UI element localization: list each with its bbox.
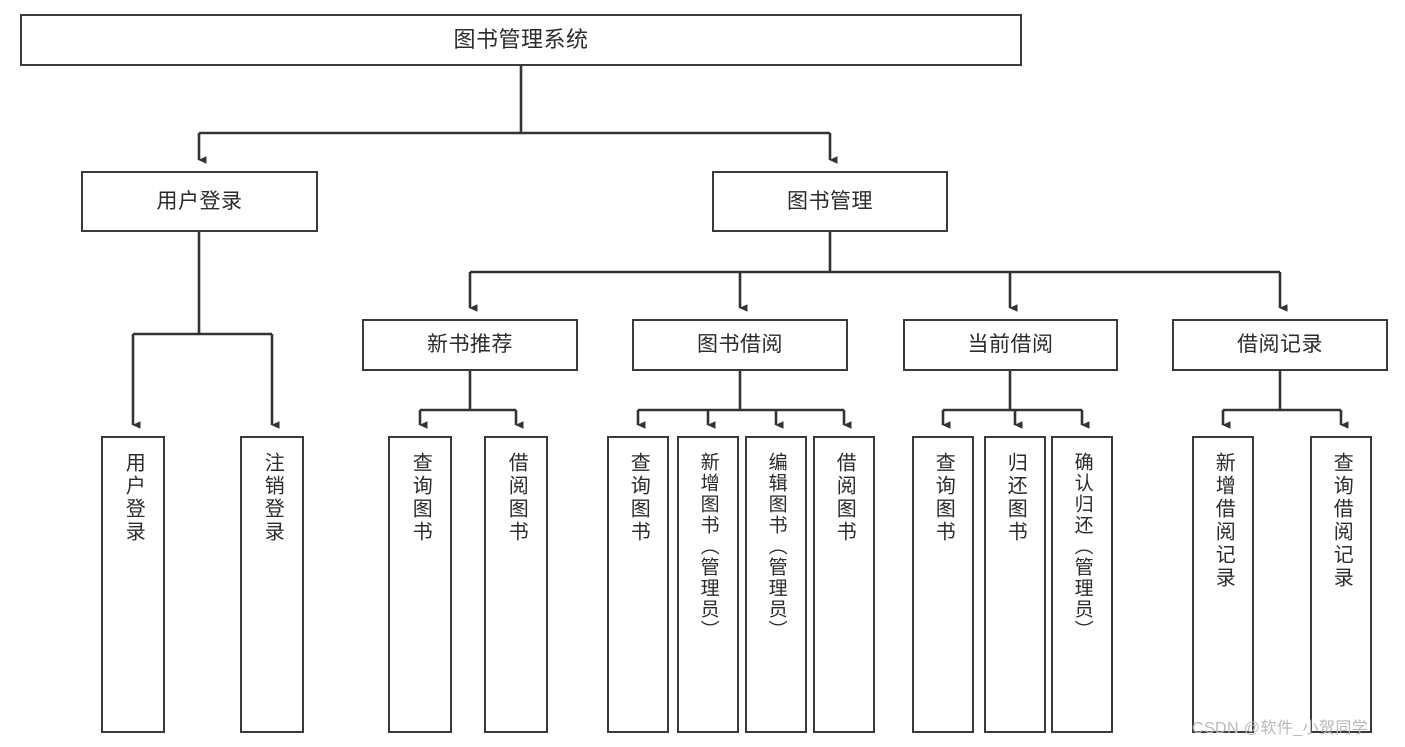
node-leaf-query-book-rec-label: 查询图书	[409, 452, 432, 544]
node-leaf-query-borrow-record-label: 查询借阅记录	[1330, 452, 1353, 590]
edges-current-borrow-to-leaves	[941, 371, 1090, 429]
node-user-login[interactable]: 用户登录	[81, 171, 318, 232]
edges-user-login-to-leaves	[131, 232, 280, 429]
node-leaf-add-book-admin-label: 新增图书（管理员）	[697, 452, 719, 641]
node-leaf-borrow-book-rec-label: 借阅图书	[505, 452, 528, 544]
node-book-borrow[interactable]: 图书借阅	[632, 319, 848, 371]
node-leaf-add-borrow-record[interactable]: 新增借阅记录	[1192, 436, 1254, 733]
edges-root-to-level2	[197, 66, 838, 164]
node-current-borrow-label: 当前借阅	[967, 333, 1054, 357]
node-leaf-borrow-book-rec[interactable]: 借阅图书	[484, 436, 548, 733]
node-leaf-return-book[interactable]: 归还图书	[984, 436, 1046, 733]
node-leaf-user-login-label: 用户登录	[122, 452, 145, 544]
node-leaf-query-borrow-record[interactable]: 查询借阅记录	[1310, 436, 1372, 733]
node-leaf-user-login[interactable]: 用户登录	[101, 436, 165, 733]
node-book-borrow-label: 图书借阅	[697, 333, 783, 357]
node-leaf-return-book-label: 归还图书	[1004, 452, 1027, 544]
node-new-book-recommend[interactable]: 新书推荐	[362, 319, 578, 371]
node-leaf-edit-book-admin[interactable]: 编辑图书（管理员）	[745, 436, 807, 733]
node-leaf-query-book-rec[interactable]: 查询图书	[388, 436, 452, 733]
edges-book-borrow-to-leaves	[636, 371, 852, 429]
node-book-manage-label: 图书管理	[787, 189, 873, 213]
node-user-login-label: 用户登录	[156, 189, 243, 213]
node-new-book-recommend-label: 新书推荐	[427, 333, 513, 357]
node-leaf-confirm-return-admin-label: 确认归还（管理员）	[1071, 452, 1093, 641]
edges-new-book-recommend-to-leaves	[418, 371, 524, 429]
node-leaf-query-book-current-label: 查询图书	[932, 452, 955, 544]
edges-book-manage-to-level3	[468, 232, 1288, 312]
node-borrow-record-label: 借阅记录	[1237, 333, 1323, 357]
node-leaf-borrow-book-label: 借阅图书	[833, 452, 856, 544]
node-leaf-query-book-borrow[interactable]: 查询图书	[607, 436, 669, 733]
node-leaf-confirm-return-admin[interactable]: 确认归还（管理员）	[1051, 436, 1113, 733]
node-leaf-logout-login-label: 注销登录	[261, 452, 284, 544]
node-borrow-record[interactable]: 借阅记录	[1172, 319, 1388, 371]
csdn-watermark: CSDN @软件_小贺同学	[1192, 720, 1369, 737]
node-leaf-query-book-borrow-label: 查询图书	[627, 452, 650, 544]
node-book-manage[interactable]: 图书管理	[712, 171, 948, 232]
node-leaf-query-book-current[interactable]: 查询图书	[912, 436, 974, 733]
node-root-label: 图书管理系统	[453, 26, 589, 52]
node-leaf-logout-login[interactable]: 注销登录	[240, 436, 304, 733]
node-leaf-borrow-book[interactable]: 借阅图书	[813, 436, 875, 733]
node-root-system[interactable]: 图书管理系统	[20, 14, 1022, 66]
node-current-borrow[interactable]: 当前借阅	[903, 319, 1118, 371]
node-leaf-add-book-admin[interactable]: 新增图书（管理员）	[677, 436, 739, 733]
node-leaf-add-borrow-record-label: 新增借阅记录	[1212, 452, 1235, 590]
edges-borrow-record-to-leaves	[1221, 371, 1349, 429]
node-leaf-edit-book-admin-label: 编辑图书（管理员）	[765, 452, 787, 641]
